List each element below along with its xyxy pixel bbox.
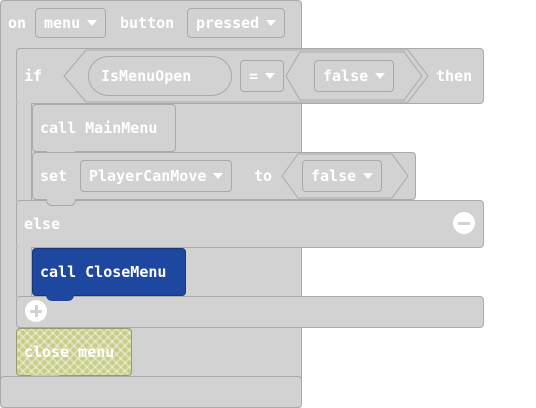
set-label: set [40,167,68,185]
else-spine [16,247,32,297]
call-mainmenu-label: call MainMenu [40,119,158,137]
element-dropdown[interactable]: menu [35,8,107,38]
operator-dropdown[interactable]: = [240,60,285,92]
close-menu-label: close menu [24,343,115,361]
if-block-spine [16,103,32,201]
call-closemenu-label: call CloseMenu [40,263,167,281]
connector-notch [46,295,74,301]
variable-name: IsMenuOpen [101,67,192,85]
operator-value: = [249,67,259,85]
chevron-down-icon [265,72,276,79]
variable-pill[interactable]: IsMenuOpen [88,56,232,96]
call-mainmenu-block[interactable] [32,104,176,152]
compare-value: false [323,67,369,85]
action-dropdown[interactable]: pressed [187,8,286,38]
add-branch-icon[interactable] [25,300,47,322]
to-label: to [254,167,273,185]
close-menu-block[interactable] [16,328,132,376]
if-block-footer [16,296,484,328]
remove-else-icon[interactable] [453,212,475,234]
element-value: menu [44,14,81,32]
on-label: on [8,14,27,32]
set-value-dropdown[interactable]: false [302,160,383,192]
chevron-down-icon [213,172,224,179]
set-variable-dropdown[interactable]: PlayerCanMove [80,160,233,192]
chevron-down-icon [87,19,98,26]
chevron-down-icon [375,72,386,79]
event-block-footer [0,376,302,408]
compare-dropdown[interactable]: false [314,60,395,92]
connector-notch [46,199,76,206]
chevron-down-icon [266,19,277,26]
button-label: button [120,14,175,32]
if-label: if [24,67,43,85]
else-label: else [24,215,61,233]
set-variable-value: PlayerCanMove [89,167,207,185]
action-value: pressed [196,14,260,32]
set-value: false [311,167,357,185]
chevron-down-icon [363,172,374,179]
else-bar[interactable] [16,200,484,248]
call-closemenu-block[interactable] [32,248,186,296]
then-label: then [436,67,473,85]
